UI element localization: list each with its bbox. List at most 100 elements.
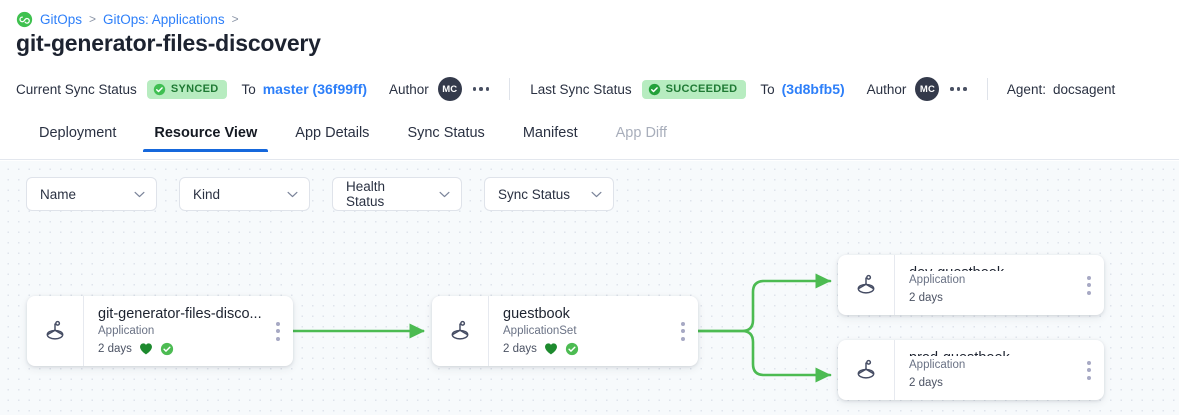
tab-app-details[interactable]: App Details: [295, 125, 370, 141]
tab-manifest[interactable]: Manifest: [522, 125, 578, 141]
status-bar: Current Sync Status SYNCED To master (36…: [0, 72, 1179, 106]
breadcrumb: GitOps > GitOps: Applications >: [16, 8, 239, 30]
filter-kind[interactable]: Kind: [179, 177, 310, 211]
tab-deployment[interactable]: Deployment: [39, 125, 117, 141]
graph-node-age: 2 days: [503, 343, 537, 355]
filter-sync-status[interactable]: Sync Status: [484, 177, 614, 211]
graph-node-title: guestbook: [503, 306, 570, 322]
ellipsis-vertical-icon: [276, 336, 280, 341]
edge-appset-to-prod: [695, 329, 832, 383]
status-badge-text: SUCCEEDED: [665, 83, 738, 95]
resource-graph-canvas[interactable]: Name Kind Health Status Sync Status: [0, 161, 1179, 415]
filter-sync-status-label: Sync Status: [498, 186, 571, 202]
graph-node-dev[interactable]: dev-guestbook Application 2 days: [838, 255, 1104, 315]
ellipsis-vertical-icon: [1087, 290, 1091, 295]
heart-icon: [139, 343, 152, 355]
graph-node-menu-button[interactable]: [263, 296, 293, 366]
ellipsis-vertical-icon: [1087, 368, 1091, 372]
graph-node-body: git-generator-files-disco... Application…: [83, 296, 263, 366]
check-circle-icon: [565, 342, 579, 356]
ellipsis-horizontal-icon: [956, 87, 961, 91]
avatar[interactable]: MC: [437, 77, 462, 101]
filter-bar: Name Kind Health Status Sync Status: [26, 177, 614, 211]
ellipsis-vertical-icon: [681, 321, 685, 326]
ellipsis-horizontal-icon: [485, 87, 490, 91]
check-circle-icon: [648, 83, 660, 95]
status-badge-text: SYNCED: [170, 83, 219, 95]
graph-node-age: 2 days: [909, 377, 943, 389]
ellipsis-vertical-icon: [1087, 275, 1091, 280]
argo-application-icon: [432, 296, 488, 366]
graph-node-title: prod-guestbook: [909, 349, 1074, 356]
graph-node-age: 2 days: [98, 343, 132, 355]
heart-icon: [544, 343, 557, 355]
graph-node-body: guestbook ApplicationSet 2 days: [488, 296, 668, 366]
avatar[interactable]: MC: [915, 77, 940, 101]
filter-name[interactable]: Name: [26, 177, 157, 211]
ellipsis-horizontal-icon: [950, 87, 954, 91]
chevron-down-icon: [591, 191, 602, 197]
breadcrumb-link-applications[interactable]: GitOps: Applications: [103, 11, 225, 27]
last-sync-status-label: Last Sync Status: [530, 81, 632, 97]
status-badge-synced: SYNCED: [146, 79, 228, 99]
filter-kind-label: Kind: [193, 186, 221, 202]
ellipsis-horizontal-icon: [472, 87, 477, 91]
breadcrumb-link-gitops[interactable]: GitOps: [40, 11, 83, 27]
current-author-label: Author: [389, 81, 429, 97]
graph-node-menu-button[interactable]: [668, 296, 698, 366]
graph-node-prod[interactable]: prod-guestbook Application 2 days: [838, 340, 1104, 400]
divider: [986, 78, 988, 100]
graph-node-kind: Application: [98, 325, 155, 337]
ellipsis-horizontal-icon: [479, 87, 483, 91]
graph-node-meta: 2 days: [909, 375, 1074, 391]
graph-node-title: git-generator-files-disco...: [98, 306, 262, 322]
graph-node-meta: 2 days: [503, 341, 668, 357]
current-sync-status-label: Current Sync Status: [16, 81, 137, 97]
tab-resource-view[interactable]: Resource View: [135, 116, 276, 152]
graph-node-body: dev-guestbook Application 2 days: [894, 255, 1074, 315]
ellipsis-horizontal-icon: [963, 87, 967, 91]
breadcrumb-separator: >: [231, 12, 239, 26]
ellipsis-vertical-icon: [1087, 360, 1091, 365]
status-badge-succeeded: SUCCEEDED: [641, 79, 747, 99]
last-author-label: Author: [866, 81, 907, 97]
argo-application-icon: [838, 340, 894, 400]
filter-health-status-label: Health Status: [346, 179, 386, 209]
divider: [509, 78, 511, 100]
check-circle-icon: [153, 83, 165, 95]
check-circle-icon: [160, 342, 174, 356]
ellipsis-vertical-icon: [681, 329, 685, 333]
graph-node-title: dev-guestbook: [909, 264, 1074, 271]
graph-node-menu-button[interactable]: [1074, 340, 1104, 400]
chevron-down-icon: [134, 191, 145, 197]
graph-node-kind: Application: [909, 274, 966, 286]
tab-bar: Deployment Resource View App Details Syn…: [0, 116, 1179, 160]
ellipsis-vertical-icon: [276, 329, 280, 333]
graph-node-meta: 2 days: [909, 290, 1074, 306]
tab-sync-status[interactable]: Sync Status: [407, 125, 485, 141]
ellipsis-vertical-icon: [681, 336, 685, 341]
edge-appset-to-dev: [695, 273, 832, 333]
graph-node-menu-button[interactable]: [1074, 255, 1104, 315]
argo-application-icon: [27, 296, 83, 366]
page-title: git-generator-files-discovery: [16, 30, 321, 56]
graph-node-body: prod-guestbook Application 2 days: [894, 340, 1074, 400]
current-revision-link[interactable]: master (36f99ff): [262, 81, 367, 97]
agent-value: docsagent: [1052, 81, 1116, 97]
gitops-logo-icon: [16, 11, 33, 27]
graph-node-kind: Application: [909, 359, 966, 371]
filter-health-status[interactable]: Health Status: [332, 177, 462, 211]
last-revision-link[interactable]: (3d8bfb5): [781, 81, 845, 97]
graph-node-root[interactable]: git-generator-files-disco... Application…: [27, 296, 293, 366]
last-sync-menu-button[interactable]: [950, 87, 967, 91]
breadcrumb-separator: >: [89, 12, 97, 26]
last-to-label: To: [760, 81, 775, 97]
graph-node-appset[interactable]: guestbook ApplicationSet 2 days: [432, 296, 698, 366]
graph-node-meta: 2 days: [98, 341, 263, 357]
chevron-down-icon: [439, 191, 450, 197]
ellipsis-vertical-icon: [276, 321, 280, 326]
graph-node-kind: ApplicationSet: [503, 325, 577, 337]
current-sync-menu-button[interactable]: [472, 87, 490, 91]
chevron-down-icon: [287, 191, 298, 197]
